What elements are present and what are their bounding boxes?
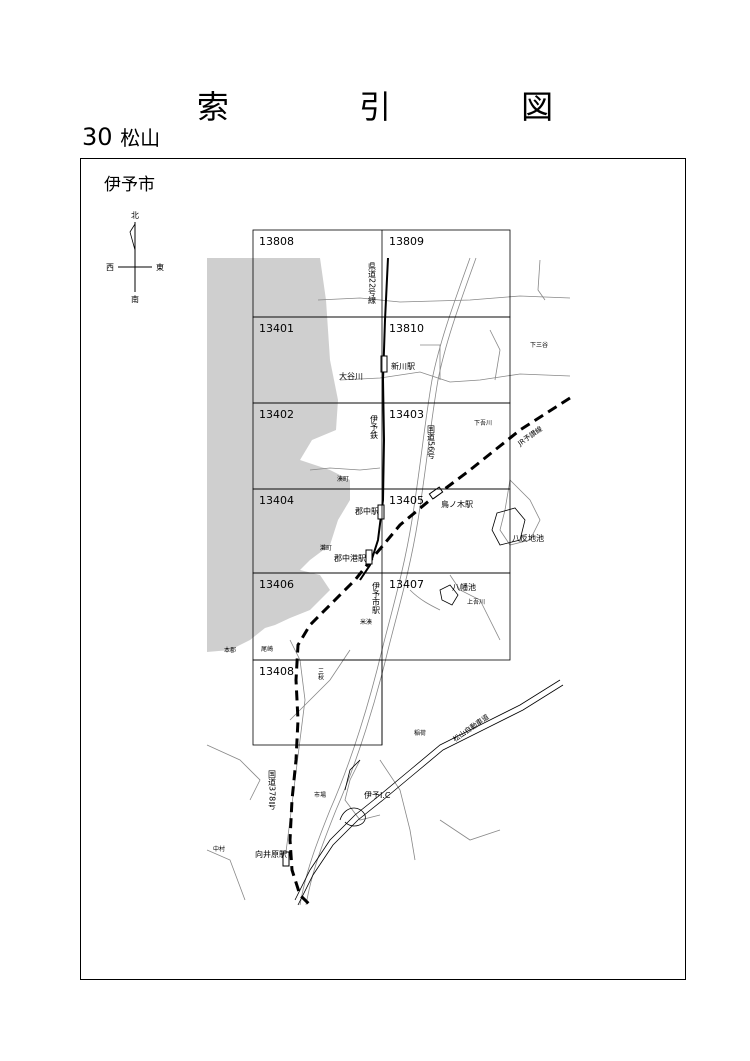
label-national-road-378: 国道378号 — [268, 770, 277, 810]
label-yawata-pond: 八幡池 — [452, 582, 476, 592]
tile-13407: 13407 — [389, 578, 424, 591]
tile-13408: 13408 — [259, 665, 294, 678]
label-gunchu-station: 郡中駅 — [355, 506, 379, 516]
label-gunchuko-station: 郡中港駅 — [334, 553, 366, 563]
ponds — [439, 507, 526, 606]
compass-north: 北 — [131, 211, 139, 220]
map-frame — [80, 158, 686, 980]
label-shinkawa-station: 新川駅 — [391, 361, 415, 371]
label-prefectural-road-22: 県道22号線 — [368, 262, 377, 304]
tile-13810: 13810 — [389, 322, 424, 335]
tile-13406: 13406 — [259, 578, 294, 591]
label-nadamachi: 灘町 — [320, 544, 332, 552]
label-ozaki: 尾崎 — [261, 645, 273, 653]
label-torinoki-station: 鳥ノ木駅 — [441, 499, 473, 509]
label-mikawa: 三秋 — [317, 668, 324, 681]
label-ichiba: 市場 — [314, 791, 326, 799]
sea-area — [207, 258, 350, 652]
label-iyotetsu: 伊予鉄 — [370, 414, 379, 440]
compass-west: 西 — [106, 263, 114, 272]
tile-13404: 13404 — [259, 494, 294, 507]
tile-13809: 13809 — [389, 235, 424, 248]
iyo-ic-interchange — [339, 759, 366, 827]
label-jr-yosan-line: JR予讃線 — [515, 424, 544, 448]
roads — [206, 257, 571, 906]
page-title: 索 引 図 — [196, 88, 614, 126]
compass-south: 南 — [131, 294, 139, 304]
label-hatan-pond: 八反地池 — [512, 533, 544, 543]
label-kamiagawa: 上吾川 — [467, 598, 485, 606]
label-minatomachi: 湊町 — [337, 475, 349, 483]
tile-13401: 13401 — [259, 322, 294, 335]
label-yonemi: 米湊 — [360, 618, 372, 626]
stations — [282, 355, 444, 867]
matsuyama-expressway-line — [294, 679, 564, 906]
sheet-name: 松山 — [120, 126, 161, 150]
label-hongun: 本郡 — [224, 646, 236, 654]
label-shimosanya: 下三谷 — [530, 341, 548, 349]
tile-labels: 13808 13809 13401 13810 13402 13403 1340… — [259, 235, 424, 678]
label-iyoshi-station: 伊予市駅 — [372, 581, 381, 615]
tile-13403: 13403 — [389, 408, 424, 421]
tile-13405: 13405 — [389, 494, 424, 507]
label-shimoagawa: 下吾川 — [474, 420, 492, 427]
label-ootani-river: 大谷川 — [339, 371, 363, 381]
label-nakamura: 中村 — [213, 845, 225, 853]
label-mukaiharu-station: 向井原駅 — [255, 849, 287, 859]
label-iyo-ic: 伊予I.C — [364, 790, 391, 800]
sheet-label: 30 松山 — [82, 122, 160, 151]
city-label: 伊予市 — [104, 175, 155, 195]
label-national-road-56: 国道56号 — [427, 425, 436, 460]
compass: 北 南 東 西 — [106, 211, 164, 304]
tile-13808: 13808 — [259, 235, 294, 248]
sheet-number: 30 — [82, 123, 113, 151]
compass-east: 東 — [156, 262, 164, 272]
index-grid — [252, 229, 511, 746]
label-inari: 稲荷 — [414, 729, 426, 737]
label-matsuyama-expressway: 松山自動車道 — [451, 712, 491, 743]
tile-13402: 13402 — [259, 408, 294, 421]
